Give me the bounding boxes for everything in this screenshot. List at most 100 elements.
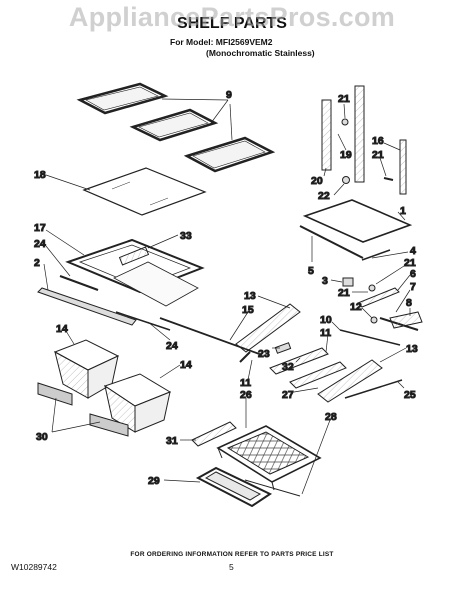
callout-6: 6	[410, 268, 416, 280]
leader-21-c	[375, 265, 405, 285]
leader-4	[371, 251, 409, 259]
rod-28	[244, 479, 301, 497]
leader-28	[301, 419, 331, 495]
leader-9-c	[229, 103, 233, 141]
leader-13-a	[257, 295, 291, 309]
drawer-front-30-a	[37, 382, 73, 406]
part-9-glass-shelves	[76, 82, 276, 173]
callout-23: 23	[258, 348, 270, 360]
callout-28: 28	[325, 411, 337, 423]
callout-1: 1	[400, 205, 406, 217]
part-29-tray	[195, 466, 273, 508]
part-13-bracket-a	[235, 303, 301, 363]
leader-2	[43, 263, 49, 291]
shelf-5-trim	[361, 249, 391, 261]
part-14-crispers	[53, 339, 172, 433]
leader-11-a	[325, 333, 329, 353]
slide-drawer	[113, 261, 199, 307]
bracket-3	[342, 277, 354, 287]
page-number: 5	[229, 562, 234, 572]
part-31-bracket	[191, 421, 237, 447]
leader-9-a	[161, 98, 229, 101]
callout-19: 19	[340, 149, 352, 161]
callout-16: 16	[372, 135, 384, 147]
part-18-glass-panel	[82, 167, 207, 216]
rail-16	[399, 139, 407, 195]
callout-27: 27	[282, 389, 294, 401]
leader-30-b	[51, 421, 101, 433]
leader-24-b	[147, 321, 171, 341]
callout-13-b: 13	[406, 343, 418, 355]
leader-17	[45, 229, 85, 256]
callout-21-c: 21	[404, 257, 416, 269]
tray-29-inner	[204, 471, 262, 501]
leader-18	[45, 174, 91, 191]
leader-12	[361, 307, 373, 319]
leader-3	[330, 279, 343, 283]
screw-21-b	[383, 177, 394, 181]
callout-17: 17	[34, 222, 46, 234]
leader-22	[333, 183, 345, 196]
leader-14-a	[65, 330, 75, 345]
leader-32	[295, 357, 301, 363]
bracket-11-a	[239, 351, 251, 363]
trim-2	[37, 287, 137, 326]
callout-32: 32	[282, 361, 294, 373]
callout-14-b: 14	[180, 359, 192, 371]
slide-24-a	[59, 275, 99, 291]
part-2-trim	[37, 287, 171, 331]
callout-21-d: 21	[338, 287, 350, 299]
callout-21-b: 21	[372, 149, 384, 161]
rod-10	[339, 329, 401, 346]
screw-21-a	[341, 118, 349, 126]
page-title: SHELF PARTS	[177, 15, 287, 32]
leader-15	[229, 311, 249, 341]
leader-10	[331, 321, 341, 331]
callout-26: 26	[240, 389, 252, 401]
leader-24-a	[45, 245, 71, 277]
leader-20	[323, 167, 327, 177]
callout-11-a: 11	[320, 327, 331, 339]
drawer-front-30-b	[89, 413, 129, 437]
callout-24-b: 24	[166, 340, 178, 352]
parts-right-brackets	[342, 277, 423, 331]
leader-6	[397, 274, 411, 291]
callout-10: 10	[320, 314, 332, 326]
leader-13-b	[379, 347, 407, 363]
bracket-6	[357, 287, 400, 308]
callout-21-a: 21	[338, 93, 350, 105]
callout-7: 7	[410, 281, 416, 293]
leader-33	[147, 234, 179, 249]
bracket-8	[389, 311, 423, 329]
leader-14-b	[159, 364, 181, 379]
screw-22	[342, 176, 350, 184]
basket-26-grid	[226, 431, 310, 475]
leader-7	[395, 289, 411, 313]
leader-1	[397, 211, 406, 221]
shelf-glass-9-a-inner	[85, 86, 159, 111]
leader-11-b	[247, 359, 253, 381]
callout-11-b: 11	[240, 377, 251, 389]
leader-19	[337, 133, 347, 151]
bracket-13-b	[317, 359, 383, 403]
callout-25: 25	[404, 389, 416, 401]
glass-panel-18	[82, 167, 207, 216]
callout-numbers: 9 21 18 19 16 21 20 22 1 17 33 24 4 2 21…	[34, 89, 419, 488]
slide-24-b	[115, 311, 171, 331]
part-1-shelf	[299, 199, 413, 261]
part-26-basket	[216, 425, 322, 491]
callout-31: 31	[166, 435, 178, 447]
callout-2: 2	[34, 257, 40, 269]
leader-25	[397, 381, 405, 389]
rail-19	[321, 99, 332, 171]
ordering-note: FOR ORDERING INFORMATION REFER TO PARTS …	[130, 551, 334, 558]
document-number: W10289742	[11, 562, 57, 572]
callout-3: 3	[322, 275, 328, 287]
callout-14-a: 14	[56, 323, 68, 335]
leader-30-a	[51, 397, 57, 433]
callout-22: 22	[318, 190, 330, 202]
model-subline: (Monochromatic Stainless)	[206, 48, 315, 58]
shelf-glass-9-c-inner	[192, 140, 266, 169]
leader-9-b	[210, 99, 229, 124]
